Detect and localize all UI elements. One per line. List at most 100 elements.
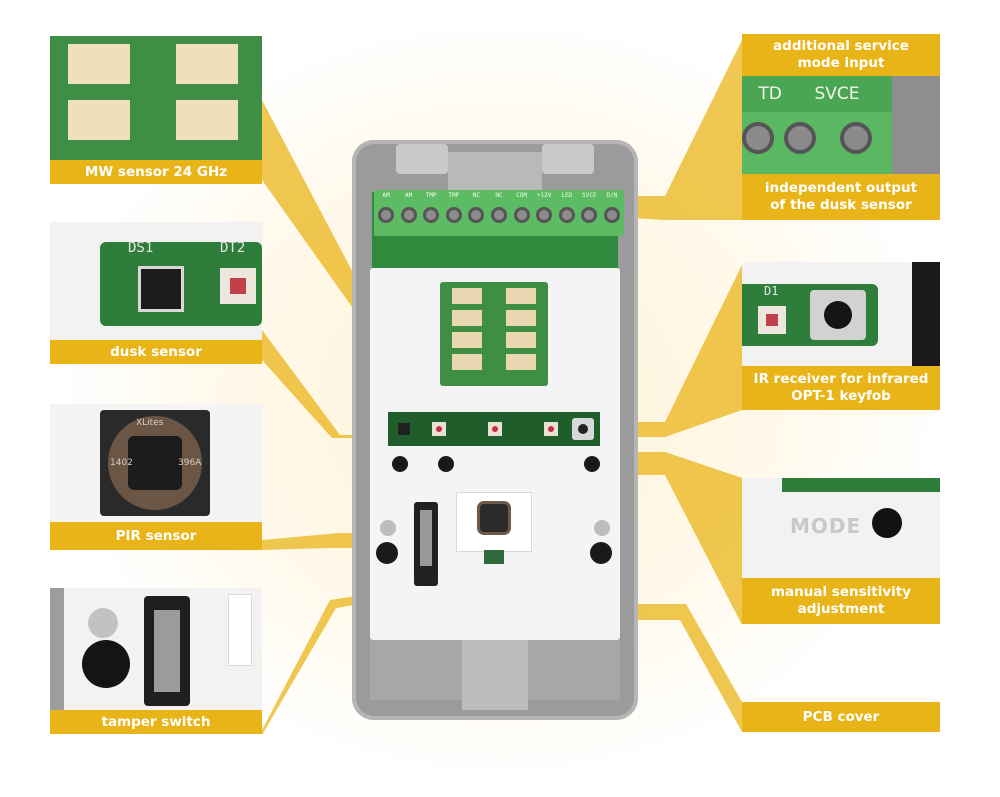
- dusk-output-line1: independent output: [764, 180, 918, 196]
- d1-label: D1: [764, 284, 779, 298]
- screw-left: [380, 520, 396, 536]
- service-mode-label: additional service mode input: [742, 34, 940, 76]
- terminal-label: AM: [404, 192, 413, 199]
- sensitivity-label: manual sensitivity adjustment: [742, 578, 940, 624]
- terminals-zoom: TDSVCED/N: [742, 76, 940, 174]
- tamper-switch-zoom: [50, 588, 262, 710]
- zoom-terminal-label: SVCE: [814, 84, 860, 104]
- terminal-screw[interactable]: [603, 207, 620, 223]
- pir-base: [484, 550, 504, 564]
- mode-button[interactable]: [872, 508, 902, 538]
- ir-receiver-zoom: D1: [742, 262, 940, 366]
- adjustment-hole-1[interactable]: [392, 456, 408, 472]
- screw-right: [594, 520, 610, 536]
- terminal-label: NC: [495, 192, 503, 199]
- led-1: [432, 422, 446, 436]
- ir-receiver-line2: OPT-1 keyfob: [791, 388, 891, 404]
- terminal-block: AM AM TMP TMP NC NC COM +12V LED SVCE D/N: [374, 190, 624, 236]
- terminal-screw[interactable]: [513, 207, 530, 223]
- terminal-screw[interactable]: [558, 207, 575, 223]
- zoom-terminal-label: TD: [758, 84, 782, 104]
- mount-hole-right: [590, 542, 612, 564]
- terminal-screw[interactable]: [536, 207, 553, 223]
- pir-sensor: [480, 504, 508, 532]
- terminal-9: LED: [557, 192, 577, 234]
- ir-receiver-chip: [572, 418, 594, 440]
- dt2-label: DT2: [220, 240, 246, 256]
- mw-sensor-label: MW sensor 24 GHz: [50, 160, 262, 184]
- terminal-2: AM: [399, 192, 419, 234]
- terminal-screw[interactable]: [490, 207, 507, 223]
- terminal-label: SVCE: [582, 192, 597, 199]
- terminal-label: AM: [382, 192, 390, 199]
- sensitivity-line1: manual sensitivity: [770, 584, 912, 600]
- terminal-screw-2: [784, 122, 816, 154]
- dusk-output-label: independent output of the dusk sensor: [742, 174, 940, 220]
- housing-clip-left: [396, 144, 448, 174]
- pir-sensor-label: PIR sensor: [50, 522, 262, 550]
- pir-text-1: XLites: [136, 418, 164, 428]
- led-3: [544, 422, 558, 436]
- dusk-sensor-chip: [398, 423, 410, 435]
- mw-sensor-board: [440, 282, 548, 386]
- tamper-screw: [88, 608, 118, 638]
- tamper-switch-label: tamper switch: [50, 710, 262, 734]
- terminal-10: SVCE: [579, 192, 599, 234]
- terminal-screw[interactable]: [423, 207, 440, 223]
- terminal-8: +12V: [534, 192, 554, 234]
- arrow-sensitivity: [610, 452, 742, 625]
- mode-button-hole[interactable]: [584, 456, 600, 472]
- dusk-sensor-label: dusk sensor: [50, 340, 262, 364]
- sensor-strip: [388, 412, 600, 446]
- terminal-row: AM AM TMP TMP NC NC COM +12V LED SVCE D/N: [376, 192, 622, 234]
- pir-text-2: 1402: [110, 458, 133, 468]
- terminal-label: LED: [561, 192, 573, 199]
- arrow-terminals: [634, 40, 742, 220]
- terminal-3: TMP: [421, 192, 441, 234]
- tamper-mount-hole: [82, 640, 130, 688]
- detector-device: AM AM TMP TMP NC NC COM +12V LED SVCE D/N: [352, 140, 638, 720]
- terminal-label: TMP: [425, 192, 437, 199]
- terminal-label: D/N: [606, 192, 618, 199]
- ir-receiver-label: IR receiver for infrared OPT-1 keyfob: [742, 366, 940, 410]
- terminal-label: TMP: [448, 192, 460, 199]
- adjustment-hole-2[interactable]: [438, 456, 454, 472]
- housing-clip-right: [542, 144, 594, 174]
- led-2: [488, 422, 502, 436]
- terminal-screw[interactable]: [445, 207, 462, 223]
- sensitivity-zoom: MODE: [742, 478, 940, 578]
- terminal-6: NC: [489, 192, 509, 234]
- mode-label: MODE: [790, 514, 862, 538]
- dusk-sensor-zoom: DS1 DT2: [50, 222, 262, 340]
- terminal-5: NC: [466, 192, 486, 234]
- pir-sensor-zoom: XLites 1402 396A: [50, 404, 262, 522]
- terminal-label: +12V: [536, 192, 552, 199]
- terminal-4: TMP: [444, 192, 464, 234]
- terminal-screw[interactable]: [400, 207, 417, 223]
- dusk-output-line2: of the dusk sensor: [770, 197, 912, 213]
- terminal-11: D/N: [602, 192, 622, 234]
- terminal-label: NC: [472, 192, 480, 199]
- service-mode-line2: mode input: [797, 55, 885, 71]
- dusk-sensor-component: [138, 266, 184, 312]
- terminal-screw[interactable]: [468, 207, 485, 223]
- terminal-screw-1: [742, 122, 774, 154]
- sensitivity-line2: adjustment: [797, 601, 885, 617]
- terminal-7: COM: [512, 192, 532, 234]
- arrow-dusk-sensor: [262, 255, 396, 440]
- arrow-ir-receiver: [597, 265, 742, 442]
- terminal-screw[interactable]: [581, 207, 598, 223]
- terminal-screw-3: [840, 122, 872, 154]
- tamper-switch: [414, 502, 438, 586]
- ds1-label: DS1: [128, 240, 154, 256]
- mount-hole-left: [376, 542, 398, 564]
- tamper-switch-body: [144, 596, 190, 706]
- ir-receiver-line1: IR receiver for infrared: [753, 371, 929, 387]
- mw-sensor-zoom: [50, 36, 262, 160]
- pir-text-3: 396A: [178, 458, 202, 468]
- service-mode-line1: additional service: [773, 38, 909, 54]
- pcb-cover-label: PCB cover: [742, 702, 940, 732]
- terminal-label: COM: [516, 192, 527, 199]
- ir-receiver-component: [810, 290, 866, 340]
- terminal-screw[interactable]: [378, 207, 394, 223]
